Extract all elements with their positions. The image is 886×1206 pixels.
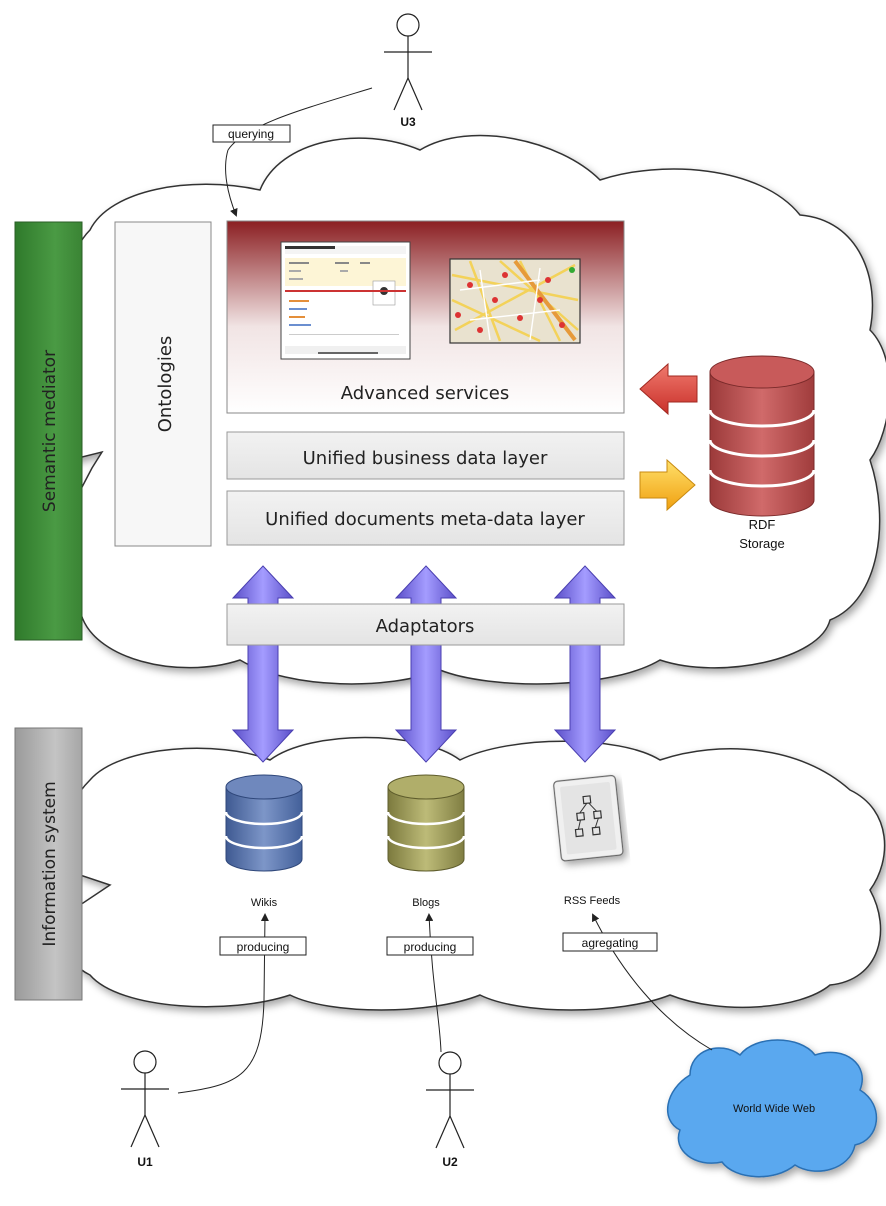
adaptators-label: Adaptators	[376, 616, 475, 637]
u2-label: U2	[442, 1155, 458, 1169]
red-arrow-icon	[639, 362, 698, 416]
blogs-database-icon	[386, 774, 466, 872]
blogs-label: Blogs	[412, 897, 440, 909]
ontologies-box	[114, 221, 212, 547]
u2-user-icon	[426, 1051, 474, 1149]
rss-feeds-label: RSS Feeds	[564, 895, 621, 907]
u3-label: U3	[400, 115, 416, 129]
querying-label: querying	[228, 127, 274, 141]
www-label: World Wide Web	[733, 1103, 815, 1115]
u1-producing-line	[177, 913, 269, 1094]
agregating-tag	[562, 932, 658, 952]
rss-feed-icon	[553, 774, 624, 862]
information-system-label: Information system	[40, 781, 60, 946]
rdf-storage-label-2: Storage	[739, 536, 785, 551]
rdf-database-icon	[708, 355, 816, 517]
rdf-storage-label-1: RDF	[749, 517, 776, 532]
map-thumbnail	[449, 258, 581, 344]
producing-wikis-tag	[219, 936, 307, 956]
producing-wikis-label: producing	[237, 940, 290, 954]
documents-meta-layer	[226, 490, 625, 546]
producing-blogs-label: producing	[404, 940, 457, 954]
u3-query-arrow	[225, 149, 238, 217]
ontologies-label: Ontologies	[155, 336, 176, 433]
adaptators-layer	[226, 603, 625, 646]
u1-label: U1	[137, 1155, 153, 1169]
wikis-label: Wikis	[251, 897, 278, 909]
information-system-bar	[14, 727, 83, 1001]
advanced-services-label: Advanced services	[341, 383, 510, 404]
u1-user-icon	[121, 1050, 169, 1148]
www-cloud	[666, 1039, 877, 1178]
info-cloud	[65, 736, 886, 1011]
semantic-mediator-label: Semantic mediator	[40, 350, 60, 512]
wikis-database-icon	[224, 774, 304, 872]
producing-blogs-tag	[386, 936, 474, 956]
agregating-label: agregating	[582, 936, 639, 950]
business-data-label: Unified business data layer	[303, 448, 548, 469]
business-data-layer	[226, 431, 625, 480]
u3-user-icon	[384, 13, 432, 111]
querying-tag	[212, 124, 291, 143]
web-app-thumbnail	[280, 241, 411, 360]
semantic-mediator-bar	[14, 221, 83, 641]
yellow-arrow-icon	[639, 458, 696, 512]
documents-meta-label: Unified documents meta-data layer	[265, 509, 585, 530]
